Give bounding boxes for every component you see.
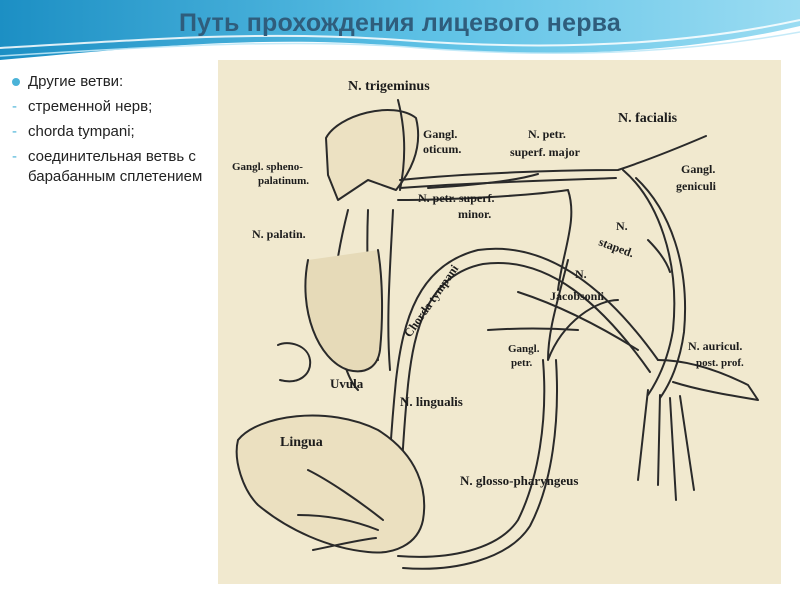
label-trigeminus: N. trigeminus bbox=[348, 79, 430, 94]
label-gangl-geniculi: Gangl. bbox=[681, 162, 715, 176]
label-palatinum: palatinum. bbox=[258, 175, 309, 187]
bullet-item: - стременной нерв; bbox=[10, 97, 215, 117]
label-lingua: Lingua bbox=[280, 435, 323, 450]
label-n-stapedius: N. bbox=[616, 219, 628, 233]
facial-terminal-branches bbox=[637, 389, 695, 501]
label-gangl-oticum-2: oticum. bbox=[423, 142, 461, 156]
lingual-nerve-branches bbox=[297, 469, 384, 551]
label-facialis: N. facialis bbox=[618, 111, 678, 126]
bullet-text: chorda tympani; bbox=[28, 123, 135, 140]
bullet-dash-icon: - bbox=[12, 123, 17, 140]
trigeminal-mass bbox=[325, 109, 420, 201]
diagram-canvas: N. trigeminus N. facialis Gangl. oticum.… bbox=[232, 79, 759, 570]
trigeminal-strand bbox=[397, 99, 406, 191]
label-gangl-spheno: Gangl. spheno- bbox=[232, 161, 303, 173]
bullet-text: стременной нерв; bbox=[28, 98, 153, 115]
petr-superf-minor bbox=[397, 189, 573, 291]
facial-nerve-descending-2 bbox=[635, 177, 687, 399]
stapedius-nerve bbox=[647, 239, 671, 273]
header-wave-decoration bbox=[0, 0, 800, 62]
label-gangl-petr-2: petr. bbox=[511, 357, 533, 369]
label-gangl-oticum: Gangl. bbox=[423, 127, 457, 141]
glossopharyngeal-nerve bbox=[397, 359, 546, 558]
tongue-outline bbox=[235, 414, 426, 554]
uvula-shape bbox=[304, 249, 384, 373]
label-n-palatin: N. palatin. bbox=[252, 227, 306, 241]
label-n-petr: N. petr. bbox=[528, 127, 566, 141]
bullet-item: - chorda tympani; bbox=[10, 122, 215, 142]
auricular-nerve bbox=[657, 359, 759, 401]
facial-nerve-inner bbox=[399, 177, 617, 189]
uvula-tip bbox=[277, 342, 312, 383]
bullet-item: - соединительная ветвь с барабанным спле… bbox=[10, 147, 215, 187]
label-post-prof: post. prof. bbox=[696, 357, 744, 369]
glossopharyngeal-nerve-2 bbox=[402, 359, 558, 570]
bullet-dash-icon: - bbox=[12, 148, 17, 165]
label-gangl-petr: Gangl. bbox=[508, 343, 540, 355]
palatine-nerves-3 bbox=[387, 209, 394, 371]
label-gangl-geniculi-2: geniculi bbox=[676, 179, 717, 193]
jacobson-branch bbox=[517, 291, 639, 351]
petr-superf-major bbox=[427, 173, 539, 189]
bullet-text: Другие ветви: bbox=[28, 73, 124, 90]
label-uvula: Uvula bbox=[330, 376, 364, 391]
label-jacobsonii-2: Jacobsonii bbox=[550, 289, 605, 303]
tympanic-branch bbox=[487, 327, 579, 331]
bullet-dot-icon bbox=[12, 78, 20, 86]
label-n-lingualis: N. lingualis bbox=[400, 394, 463, 409]
facial-nerve-descending bbox=[622, 169, 676, 396]
bullet-item: Другие ветви: bbox=[10, 72, 215, 92]
facial-nerve-diagram: N. trigeminus N. facialis Gangl. oticum.… bbox=[218, 60, 781, 584]
label-petr-superf: N. petr. superf. bbox=[418, 191, 495, 205]
bullet-dash-icon: - bbox=[12, 98, 17, 115]
label-superf-major: superf. major bbox=[510, 145, 581, 159]
label-n-auricul: N. auricul. bbox=[688, 339, 742, 353]
bullet-list: Другие ветви: - стременной нерв; - chord… bbox=[10, 72, 215, 192]
label-chorda-tympani: Chorda tympani bbox=[401, 262, 462, 340]
bullet-text: соединительная ветвь с барабанным сплете… bbox=[28, 148, 203, 185]
label-n-jacobsonii: N. bbox=[575, 267, 587, 281]
jacobson-nerve bbox=[547, 259, 619, 361]
header-banner: Путь прохождения лицевого нерва bbox=[0, 0, 800, 62]
page-title: Путь прохождения лицевого нерва bbox=[178, 9, 622, 37]
label-glossopharyngeus: N. glosso-pharyngeus bbox=[460, 473, 578, 488]
facial-nerve-main bbox=[399, 135, 707, 181]
label-stapedius-2: staped. bbox=[597, 235, 636, 261]
label-minor: minor. bbox=[458, 207, 491, 221]
